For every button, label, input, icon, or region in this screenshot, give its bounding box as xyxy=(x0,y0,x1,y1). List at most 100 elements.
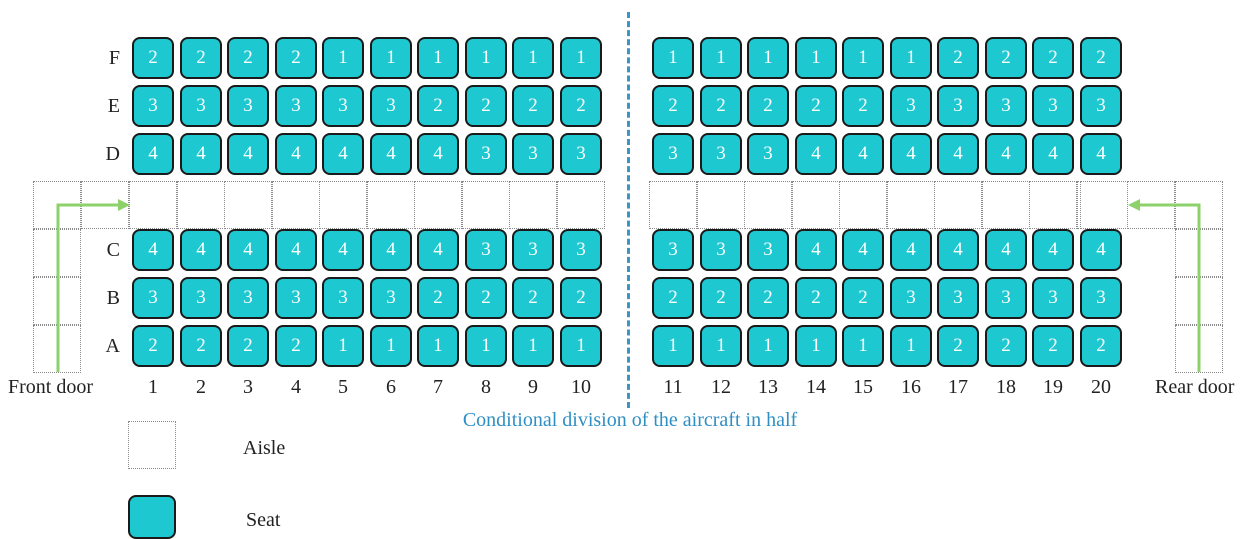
seat-E9: 2 xyxy=(512,85,554,127)
seat-A18: 2 xyxy=(985,325,1027,367)
column-label-10: 10 xyxy=(571,376,591,398)
legend-aisle-label: Aisle xyxy=(243,437,286,459)
seat-D18: 4 xyxy=(985,133,1027,175)
seat-E16: 3 xyxy=(890,85,932,127)
column-label-7: 7 xyxy=(433,376,443,398)
seat-F2: 2 xyxy=(180,37,222,79)
seat-B4: 3 xyxy=(275,277,317,319)
column-label-14: 14 xyxy=(806,376,826,398)
seat-A2: 2 xyxy=(180,325,222,367)
seat-D1: 4 xyxy=(132,133,174,175)
seat-B16: 3 xyxy=(890,277,932,319)
seat-E2: 3 xyxy=(180,85,222,127)
aisle-cell-12 xyxy=(697,181,745,229)
column-label-8: 8 xyxy=(481,376,491,398)
seat-A11: 1 xyxy=(652,325,694,367)
seat-A6: 1 xyxy=(370,325,412,367)
seat-D10: 3 xyxy=(560,133,602,175)
seat-C3: 4 xyxy=(227,229,269,271)
seat-F5: 1 xyxy=(322,37,364,79)
column-label-1: 1 xyxy=(148,376,158,398)
seat-D11: 3 xyxy=(652,133,694,175)
row-label-F: F xyxy=(108,47,120,69)
seat-D20: 4 xyxy=(1080,133,1122,175)
rear-door-arrowhead-icon xyxy=(1128,199,1140,211)
seat-B3: 3 xyxy=(227,277,269,319)
seat-F7: 1 xyxy=(417,37,459,79)
seat-A14: 1 xyxy=(795,325,837,367)
seat-A10: 1 xyxy=(560,325,602,367)
seat-D12: 3 xyxy=(700,133,742,175)
seat-C11: 3 xyxy=(652,229,694,271)
seat-C1: 4 xyxy=(132,229,174,271)
seat-F11: 1 xyxy=(652,37,694,79)
seat-B15: 2 xyxy=(842,277,884,319)
seat-B5: 3 xyxy=(322,277,364,319)
column-label-9: 9 xyxy=(528,376,538,398)
seat-E3: 3 xyxy=(227,85,269,127)
seat-E1: 3 xyxy=(132,85,174,127)
seat-F20: 2 xyxy=(1080,37,1122,79)
seat-D17: 4 xyxy=(937,133,979,175)
seat-C10: 3 xyxy=(560,229,602,271)
seat-B18: 3 xyxy=(985,277,1027,319)
legend-seat-label: Seat xyxy=(246,509,281,531)
seat-C2: 4 xyxy=(180,229,222,271)
seat-B10: 2 xyxy=(560,277,602,319)
column-label-19: 19 xyxy=(1043,376,1063,398)
row-label-D: D xyxy=(105,143,120,165)
seat-A8: 1 xyxy=(465,325,507,367)
seat-B8: 2 xyxy=(465,277,507,319)
seat-C8: 3 xyxy=(465,229,507,271)
seat-D8: 3 xyxy=(465,133,507,175)
seat-C9: 3 xyxy=(512,229,554,271)
row-label-E: E xyxy=(107,95,120,117)
seat-F1: 2 xyxy=(132,37,174,79)
seat-F19: 2 xyxy=(1032,37,1074,79)
seat-D6: 4 xyxy=(370,133,412,175)
seat-C13: 3 xyxy=(747,229,789,271)
seat-C6: 4 xyxy=(370,229,412,271)
seat-A4: 2 xyxy=(275,325,317,367)
seat-A9: 1 xyxy=(512,325,554,367)
seat-D2: 4 xyxy=(180,133,222,175)
seat-E15: 2 xyxy=(842,85,884,127)
aisle-cell-15 xyxy=(839,181,887,229)
seat-B1: 3 xyxy=(132,277,174,319)
seat-E6: 3 xyxy=(370,85,412,127)
aisle-cell-2 xyxy=(177,181,225,229)
seat-E20: 3 xyxy=(1080,85,1122,127)
seat-A12: 1 xyxy=(700,325,742,367)
seat-C18: 4 xyxy=(985,229,1027,271)
seat-C12: 3 xyxy=(700,229,742,271)
column-label-4: 4 xyxy=(291,376,301,398)
seat-E13: 2 xyxy=(747,85,789,127)
seat-A5: 1 xyxy=(322,325,364,367)
seat-B12: 2 xyxy=(700,277,742,319)
aisle-cell-11 xyxy=(649,181,697,229)
column-label-15: 15 xyxy=(853,376,873,398)
seat-C4: 4 xyxy=(275,229,317,271)
front-door-arrow-icon xyxy=(56,203,120,372)
seat-C17: 4 xyxy=(937,229,979,271)
seat-F8: 1 xyxy=(465,37,507,79)
seat-E7: 2 xyxy=(417,85,459,127)
seat-D3: 4 xyxy=(227,133,269,175)
seat-C19: 4 xyxy=(1032,229,1074,271)
aisle-cell-3 xyxy=(224,181,272,229)
seat-A17: 2 xyxy=(937,325,979,367)
seat-A7: 1 xyxy=(417,325,459,367)
rear-aisle-cell-1 xyxy=(1080,181,1128,229)
half-division-line xyxy=(627,12,630,408)
seat-D14: 4 xyxy=(795,133,837,175)
seat-C15: 4 xyxy=(842,229,884,271)
aisle-cell-19 xyxy=(1029,181,1077,229)
column-label-6: 6 xyxy=(386,376,396,398)
seat-E12: 2 xyxy=(700,85,742,127)
seat-E19: 3 xyxy=(1032,85,1074,127)
seat-B7: 2 xyxy=(417,277,459,319)
column-label-11: 11 xyxy=(663,376,683,398)
seat-E18: 3 xyxy=(985,85,1027,127)
aisle-cell-13 xyxy=(744,181,792,229)
seat-C7: 4 xyxy=(417,229,459,271)
